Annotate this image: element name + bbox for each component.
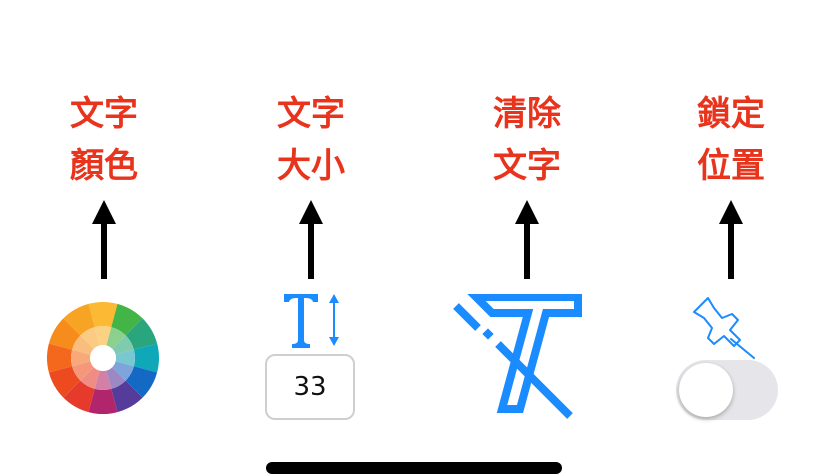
color-wheel-segment (72, 361, 94, 381)
color-wheel-segment (48, 366, 81, 398)
label-clear-text: 清除 文字 (493, 94, 561, 186)
color-wheel-segment (112, 361, 134, 381)
color-wheel-segment (71, 349, 91, 367)
color-wheel-segment (46, 343, 73, 373)
color-wheel-segment (125, 318, 158, 350)
home-indicator[interactable] (266, 462, 562, 474)
up-arrow-icon (299, 200, 323, 279)
label-text-size: 文字 大小 (277, 94, 345, 186)
up-arrow-icon (719, 200, 743, 279)
color-wheel-segment (112, 335, 134, 355)
color-wheel-segment (94, 326, 112, 346)
pin-icon[interactable] (690, 294, 758, 360)
color-wheel-segment (88, 388, 118, 414)
lock-position-toggle[interactable] (676, 360, 778, 420)
color-wheel-segment (111, 380, 143, 413)
color-wheel-segment (80, 367, 100, 389)
color-wheel-segment (94, 370, 112, 390)
up-arrow-icon (92, 200, 116, 279)
label-text-color: 文字 顏色 (70, 94, 138, 186)
color-wheel-segment (63, 380, 95, 413)
color-wheel-segment (106, 327, 126, 349)
font-size-field[interactable]: 33 (265, 354, 355, 420)
color-wheel-segment (80, 327, 100, 349)
color-wheel-segment (88, 302, 118, 328)
toggle-knob (679, 363, 733, 417)
color-wheel-segment (72, 335, 94, 355)
color-wheel-segment (106, 367, 126, 389)
color-wheel-segment (48, 318, 81, 350)
color-wheel-segment (133, 343, 159, 373)
color-wheel-center (90, 345, 116, 371)
label-lock-position: 鎖定 位置 (697, 94, 765, 186)
color-wheel-segment (115, 349, 135, 367)
color-wheel-segment (63, 303, 95, 336)
color-wheel-segment (111, 303, 143, 336)
up-arrow-icon (515, 200, 539, 279)
clear-text-icon[interactable] (452, 294, 582, 420)
color-wheel-icon[interactable] (46, 301, 160, 415)
text-size-icon[interactable] (282, 292, 346, 350)
font-size-value: 33 (293, 372, 327, 402)
color-wheel-segment (125, 366, 158, 398)
